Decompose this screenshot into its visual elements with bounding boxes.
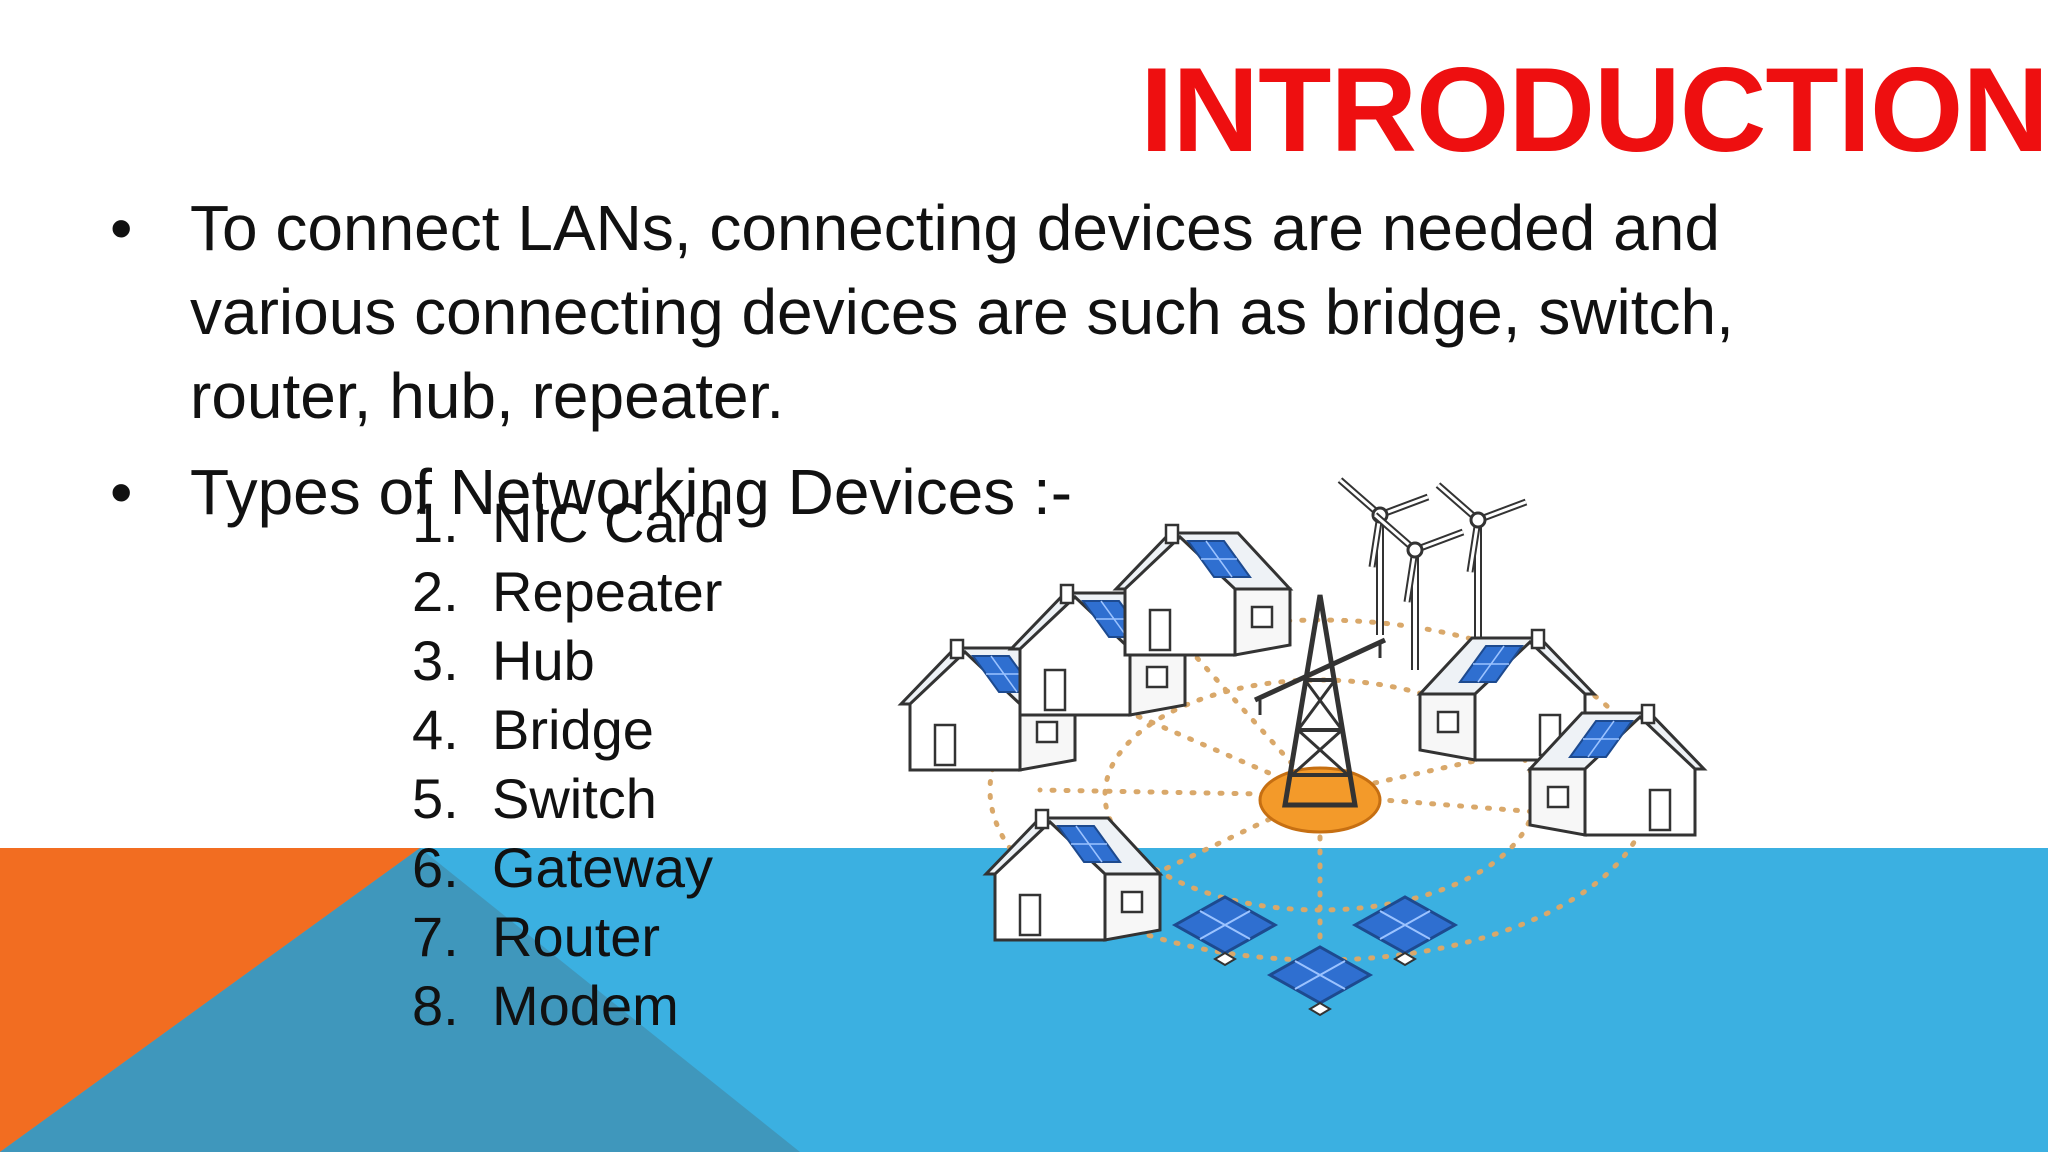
device-number: 3. bbox=[412, 629, 459, 692]
device-list: 1. NIC Card 2. Repeater 3. Hub 4. Bridge 5. S… bbox=[412, 488, 725, 1040]
device-item: 8. Modem bbox=[412, 971, 725, 1040]
device-label: Modem bbox=[492, 974, 679, 1037]
bullet-list: • To connect LANs, connecting devices ar… bbox=[110, 186, 1930, 534]
network-illustration bbox=[899, 460, 1706, 1017]
device-number: 5. bbox=[412, 767, 459, 830]
device-number: 8. bbox=[412, 974, 459, 1037]
device-label: Gateway bbox=[492, 836, 713, 899]
device-label: Hub bbox=[492, 629, 595, 692]
device-label: Router bbox=[492, 905, 661, 968]
bullet-types: • Types of Networking Devices :- bbox=[110, 450, 1930, 534]
device-item: 1. NIC Card bbox=[412, 488, 725, 557]
device-number: 4. bbox=[412, 698, 459, 761]
device-label: Switch bbox=[492, 767, 657, 830]
device-item: 5. Switch bbox=[412, 764, 725, 833]
bullet-dot: • bbox=[110, 192, 133, 264]
dark-blue-triangle bbox=[0, 848, 800, 1152]
device-label: Bridge bbox=[492, 698, 654, 761]
device-item: 4. Bridge bbox=[412, 695, 725, 764]
bullet-text: Types of Networking Devices :- bbox=[190, 456, 1073, 528]
device-item: 7. Router bbox=[412, 902, 725, 971]
device-number: 2. bbox=[412, 560, 459, 623]
device-label: Repeater bbox=[492, 560, 723, 623]
device-number: 6. bbox=[412, 836, 459, 899]
device-item: 3. Hub bbox=[412, 626, 725, 695]
transmission-tower bbox=[1253, 594, 1387, 834]
solar-panels bbox=[1173, 895, 1457, 1017]
device-label: NIC Card bbox=[492, 491, 726, 554]
device-item: 2. Repeater bbox=[412, 557, 725, 626]
bullet-text: To connect LANs, connecting devices are … bbox=[190, 192, 1734, 432]
device-number: 7. bbox=[412, 905, 459, 968]
bullet-dot: • bbox=[110, 456, 133, 528]
slide-title: INTRODUCTION bbox=[1140, 43, 2048, 177]
bullet-intro: • To connect LANs, connecting devices ar… bbox=[110, 186, 1930, 438]
device-number: 1. bbox=[412, 491, 459, 554]
device-item: 6. Gateway bbox=[412, 833, 725, 902]
